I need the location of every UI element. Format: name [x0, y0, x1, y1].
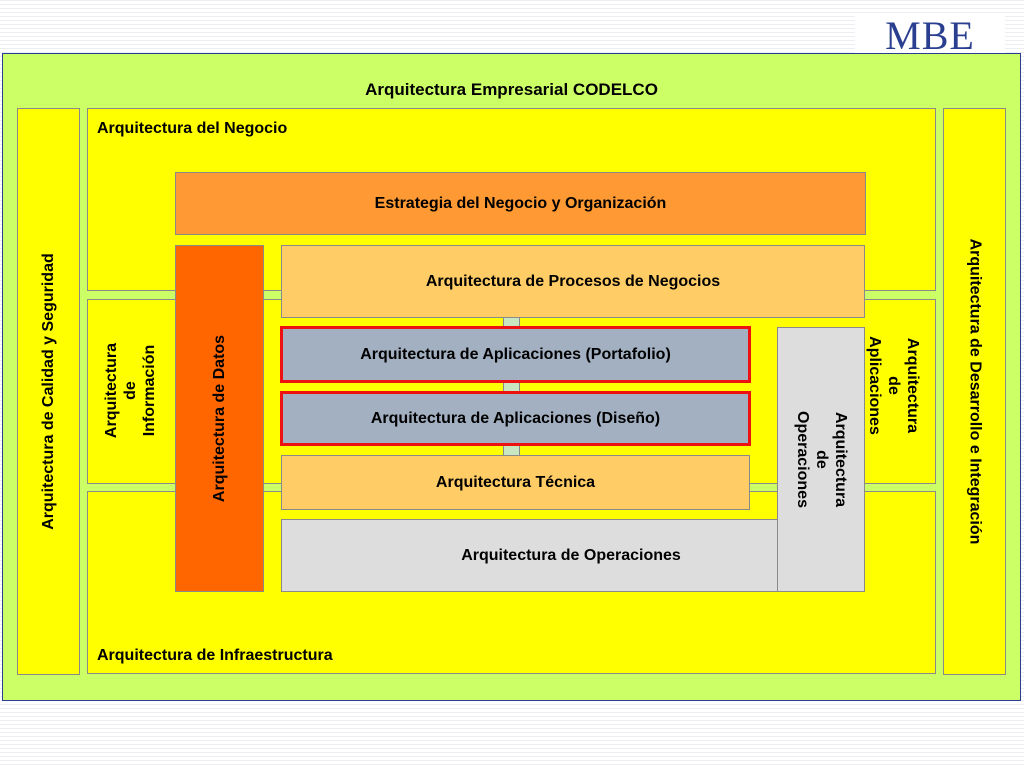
operations-box: Arquitectura de Operaciones [281, 519, 781, 592]
information-layer: Arquitectura de Información [102, 310, 160, 470]
mbe-logo: MBE [855, 14, 1005, 58]
applications-portfolio-label: Arquitectura de Aplicaciones (Portafolio… [360, 345, 671, 363]
strategy-label: Estrategia del Negocio y Organización [374, 194, 667, 212]
information-layer-label: Arquitectura de Información [103, 342, 159, 438]
infrastructure-layer-label: Arquitectura de Infraestructura [97, 647, 333, 664]
strategy-box: Estrategia del Negocio y Organización [175, 172, 866, 235]
technical-architecture-box: Arquitectura Técnica [281, 455, 750, 510]
business-processes-box: Arquitectura de Procesos de Negocios [281, 245, 865, 318]
operations-vertical-label: Arquitectura de Operaciones [793, 411, 849, 508]
operations-label: Arquitectura de Operaciones [461, 546, 681, 564]
data-architecture-box: Arquitectura de Datos [175, 245, 264, 592]
business-processes-label: Arquitectura de Procesos de Negocios [425, 272, 721, 290]
diagram-title: Arquitectura Empresarial CODELCO [365, 80, 658, 99]
applications-design-box: Arquitectura de Aplicaciones (Diseño) [280, 391, 751, 446]
operations-vertical-box: Arquitectura de Operaciones [777, 327, 865, 592]
applications-portfolio-box: Arquitectura de Aplicaciones (Portafolio… [280, 326, 751, 383]
business-layer-label: Arquitectura del Negocio [97, 120, 288, 137]
development-integration-column: Arquitectura de Desarrollo e Integración [943, 108, 1006, 675]
applications-layer: Arquitectura de Aplicaciones [864, 300, 922, 470]
applications-layer-label: Arquitectura de Aplicaciones [865, 335, 921, 435]
technical-architecture-label: Arquitectura Técnica [435, 473, 596, 491]
development-integration-label: Arquitectura de Desarrollo e Integración [966, 238, 984, 545]
quality-security-label: Arquitectura de Calidad y Seguridad [40, 253, 57, 530]
quality-security-column: Arquitectura de Calidad y Seguridad [17, 108, 80, 675]
applications-design-label: Arquitectura de Aplicaciones (Diseño) [370, 409, 661, 427]
data-architecture-label: Arquitectura de Datos [211, 334, 229, 503]
